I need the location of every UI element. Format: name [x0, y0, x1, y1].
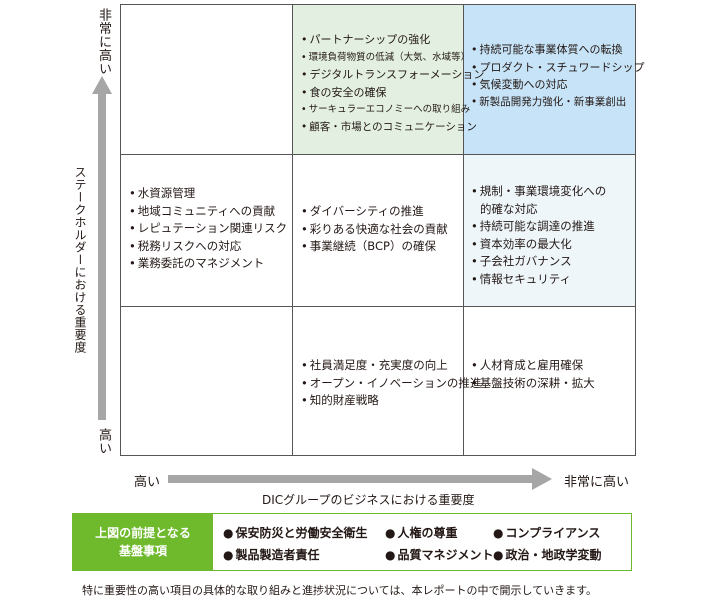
list-item: 顧客・市場とのコミュニケーション: [301, 119, 484, 137]
premise-item: 政治・地政学変動: [493, 546, 601, 563]
premise-item: 品質マネジメント: [385, 546, 493, 563]
list-item: オープン・イノベーションの推進: [301, 375, 482, 393]
premise-heading: 上図の前提となる 基盤事項: [73, 514, 213, 570]
list-item: 持続可能な事業体質への転換: [471, 41, 645, 59]
list-item: 社員満足度・充実度の向上: [301, 357, 481, 375]
list-top-right: 持続可能な事業体質への転換 プロダクト・スチュワードシップ 気候変動への対応 新…: [471, 41, 645, 112]
x-axis-high-label: 非常に高い: [564, 475, 630, 490]
y-axis-arrow: [92, 76, 112, 420]
list-item: 税務リスクへの対応: [129, 238, 287, 256]
materiality-matrix: パートナーシップの強化 環境負荷物質の低減（大気、水域等） デジタルトランスフォ…: [120, 4, 645, 456]
list-item: 持続可能な調達の推進: [471, 218, 606, 236]
list-item: ダイバーシティの推進: [301, 203, 448, 221]
list-item: 気候変動への対応: [471, 76, 645, 94]
list-item: パートナーシップの強化: [301, 31, 484, 49]
list-item: デジタルトランスフォーメーション: [301, 66, 485, 84]
list-bot-right: 人材育成と雇用確保 基盤技術の深耕・拡大: [471, 357, 595, 392]
premise-box: 上図の前提となる 基盤事項 保安防災と労働安全衛生 人権の尊重 コンプライアンス…: [72, 513, 632, 571]
premise-item: 製品製造者責任: [223, 546, 319, 563]
list-item: 業務委託のマネジメント: [129, 255, 287, 273]
list-item: プロダクト・スチュワードシップ: [471, 59, 645, 77]
premise-item: 保安防災と労働安全衛生: [223, 524, 367, 541]
list-top-middle: パートナーシップの強化 環境負荷物質の低減（大気、水域等） デジタルトランスフォ…: [301, 31, 485, 137]
list-item: レピュテーション関連リスク: [129, 220, 287, 238]
list-item: 水資源管理: [129, 185, 287, 203]
y-axis-label: ステークホルダーにおける重要度: [73, 166, 87, 354]
premise-item: 人権の尊重: [385, 524, 457, 541]
list-item: 人材育成と雇用確保: [471, 357, 595, 375]
list-mid-left: 水資源管理 地域コミュニティへの貢献 レピュテーション関連リスク 税務リスクへの…: [129, 185, 287, 273]
list-item: 基盤技術の深耕・拡大: [471, 375, 595, 393]
premise-item: コンプライアンス: [493, 524, 600, 541]
list-item: 事業継続（BCP）の確保: [301, 238, 448, 256]
list-item: 規制・事業環境変化への: [471, 183, 607, 201]
list-item: 知的財産戦略: [301, 392, 481, 410]
list-item: 情報セキュリティ: [471, 271, 606, 289]
list-item: 子会社ガバナンス: [471, 253, 606, 271]
list-item: 環境負荷物質の低減（大気、水域等）: [301, 49, 484, 67]
list-item: 彩りある快適な社会の貢献: [301, 221, 448, 239]
list-item: 新製品開発力強化・新事業創出: [471, 94, 645, 112]
list-bot-middle: 社員満足度・充実度の向上 オープン・イノベーションの推進 知的財産戦略: [301, 357, 482, 410]
y-axis-high-label: 非常に高い: [96, 8, 111, 76]
list-item: サーキュラーエコノミーへの取り組み: [301, 101, 484, 119]
list-item: 資本効率の最大化: [471, 236, 606, 254]
x-axis-low-label: 高い: [134, 475, 161, 490]
list-mid-right: 規制・事業環境変化への 的確な対応 持続可能な調達の推進 資本効率の最大化 子会…: [471, 183, 607, 289]
list-item: 地域コミュニティへの貢献: [129, 203, 287, 221]
list-item: 食の安全の確保: [301, 84, 484, 102]
list-item: 的確な対応: [480, 201, 538, 216]
x-axis-label: DICグループのビジネスにおける重要度: [262, 493, 475, 507]
y-axis-low-label: 高い: [96, 428, 111, 455]
x-axis-arrow: [168, 468, 552, 490]
list-mid-middle: ダイバーシティの推進 彩りある快適な社会の貢献 事業継続（BCP）の確保: [301, 203, 448, 256]
footnote: 特に重要性の高い項目の具体的な取り組みと進捗状況については、本レポートの中で開示…: [82, 584, 598, 597]
